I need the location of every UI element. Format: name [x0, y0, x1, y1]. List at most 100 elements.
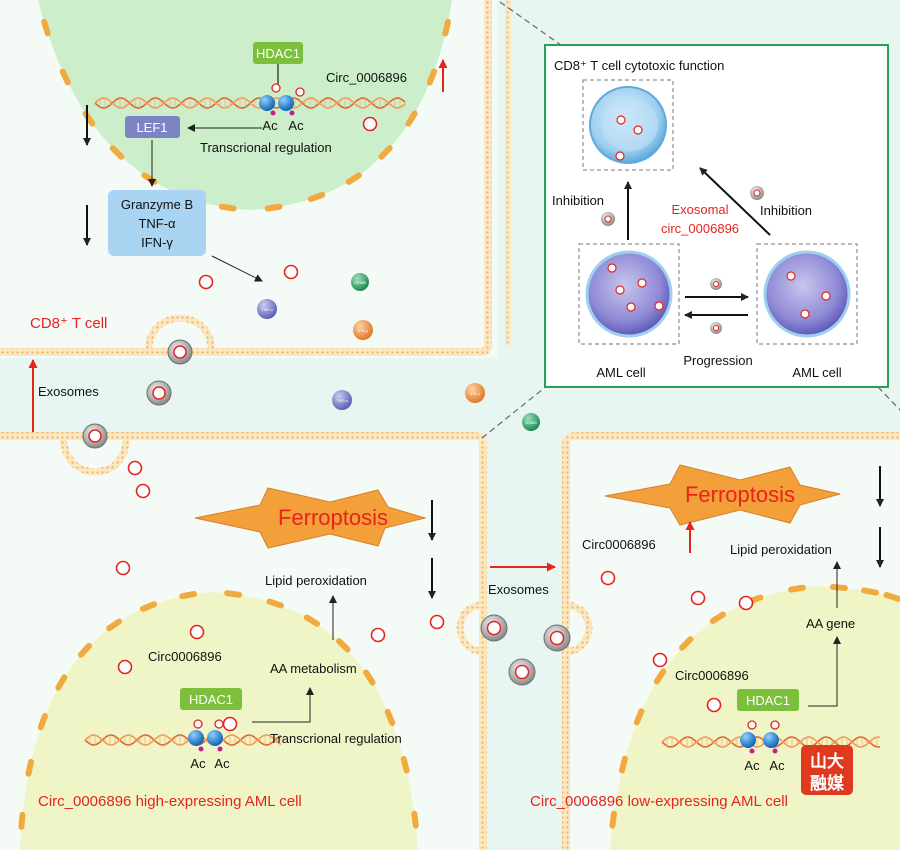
ferroptosis-label: Ferroptosis: [278, 505, 388, 530]
hdac1-label: HDAC1: [256, 46, 300, 61]
transcription-label: Transcrional regulation: [200, 140, 332, 155]
cytokine-box: [108, 190, 206, 256]
watermark-logo: 山大 融媒: [801, 745, 853, 795]
aml-high-label: Circ_0006896 high-expressing AML cell: [38, 793, 302, 810]
envelope-segment: [426, 68, 438, 86]
envelope-segment: [442, 18, 452, 37]
circ-rna-group: [115, 116, 754, 732]
envelope-segment: [25, 758, 34, 777]
ifn-vesicle: [465, 383, 485, 403]
exosomal-label-2: circ_0006896: [661, 221, 739, 236]
budding-membrane: [144, 314, 216, 353]
budding-membrane: [565, 601, 593, 656]
histone-ball: [763, 732, 779, 748]
envelope-segment: [609, 810, 617, 829]
inset-title: CD8⁺ T cell cytotoxic function: [554, 58, 724, 73]
circ-label: Circ0006896: [675, 668, 749, 683]
budding-membrane: [456, 601, 484, 656]
tnf-vesicle: [257, 299, 277, 319]
envelope-segment: [345, 172, 362, 185]
granzyme-label: Granzyme B: [121, 197, 193, 212]
aml-frame-left: [578, 243, 680, 345]
exosomal-label-1: Exosomal: [671, 202, 728, 217]
circ-rna: [370, 627, 386, 643]
transcription-label: Transcrional regulation: [270, 731, 402, 746]
circ-label: Circ0006896: [148, 649, 222, 664]
envelope-segment: [37, 713, 48, 731]
aml-frame-right: [756, 243, 858, 345]
nuclear-envelope: [18, 590, 419, 830]
histone-ball: [207, 730, 223, 746]
circ-rna: [295, 87, 305, 97]
circ-rna: [706, 697, 722, 713]
ifn-vesicle-label: IFN-γ: [358, 328, 368, 333]
circ-rna: [429, 614, 445, 630]
dna-strand: [84, 734, 282, 746]
hdac1-label: HDAC1: [189, 692, 233, 707]
aa-gene-label: AA gene: [806, 616, 855, 631]
circ-rna: [652, 652, 668, 668]
envelope-segment: [653, 668, 667, 685]
circ-rna: [738, 595, 754, 611]
lef1-label: LEF1: [136, 120, 167, 135]
exosomes-label: Exosomes: [38, 384, 99, 399]
ifn-label: IFN-γ: [141, 235, 173, 250]
envelope-segment: [266, 598, 284, 609]
ac-label: Ac: [214, 756, 230, 771]
circ-up-label: Circ_0006896: [326, 70, 407, 85]
circ-rna: [115, 560, 131, 576]
circ-rna: [127, 460, 143, 476]
exosome-circ-rna: [88, 429, 102, 443]
envelope-segment: [218, 203, 237, 212]
circ-rna: [283, 264, 299, 280]
svg-text:融媒: 融媒: [810, 773, 845, 793]
circ-rna: [362, 116, 378, 132]
gzmb-vesicle: [522, 413, 540, 431]
ferroptosis-label: Ferroptosis: [685, 482, 795, 507]
hdac1-label: HDAC1: [746, 693, 790, 708]
envelope-segment: [139, 601, 158, 612]
aa-metabolism-label: AA metabolism: [270, 661, 357, 676]
inhibition-arrow: [699, 167, 771, 236]
envelope-segment: [336, 638, 351, 653]
inhibition-left-label: Inhibition: [552, 193, 604, 208]
ac-label: Ac: [288, 118, 304, 133]
envelope-segment: [405, 110, 418, 127]
tnf-vesicle: [332, 390, 352, 410]
ac-label: Ac: [744, 758, 760, 773]
envelope-segment: [363, 669, 376, 686]
exosome-circ-rna: [486, 620, 502, 636]
zoom-line: [481, 384, 549, 439]
envelope-segment: [709, 611, 726, 625]
lipid-label: Lipid peroxidation: [730, 542, 832, 557]
envelope-segment: [307, 191, 326, 203]
envelope-segment: [861, 587, 879, 596]
envelope-segment: [883, 591, 900, 602]
exosome-circ-rna: [514, 664, 530, 680]
envelope-segment: [787, 584, 806, 593]
envelope-segment: [59, 68, 71, 86]
circ-rna: [135, 483, 151, 499]
lef1-box: [125, 116, 180, 138]
envelope-segment: [77, 642, 93, 658]
histone-ball: [740, 732, 756, 748]
ac-label: Ac: [262, 118, 278, 133]
aml-cell-high: [0, 432, 487, 850]
envelope-segment: [619, 755, 628, 774]
ac-label: Ac: [190, 756, 206, 771]
zoom-line: [877, 386, 900, 411]
envelope-segment: [264, 203, 283, 212]
hdac1-box: [253, 42, 303, 64]
ifn-vesicle: [353, 320, 373, 340]
circ-rna: [222, 716, 238, 732]
envelope-segment: [109, 145, 125, 160]
envelope-segment: [384, 708, 396, 726]
svg-text:山大: 山大: [810, 751, 844, 771]
exosome-circ-rna: [173, 345, 187, 359]
dna-strand: [84, 734, 282, 746]
envelope-segment: [411, 810, 419, 829]
aml-cell-icon-right: [763, 250, 851, 338]
exosomes-label: Exosomes: [488, 582, 549, 597]
envelope-segment: [829, 583, 848, 592]
t-cell-frame: [582, 79, 674, 171]
